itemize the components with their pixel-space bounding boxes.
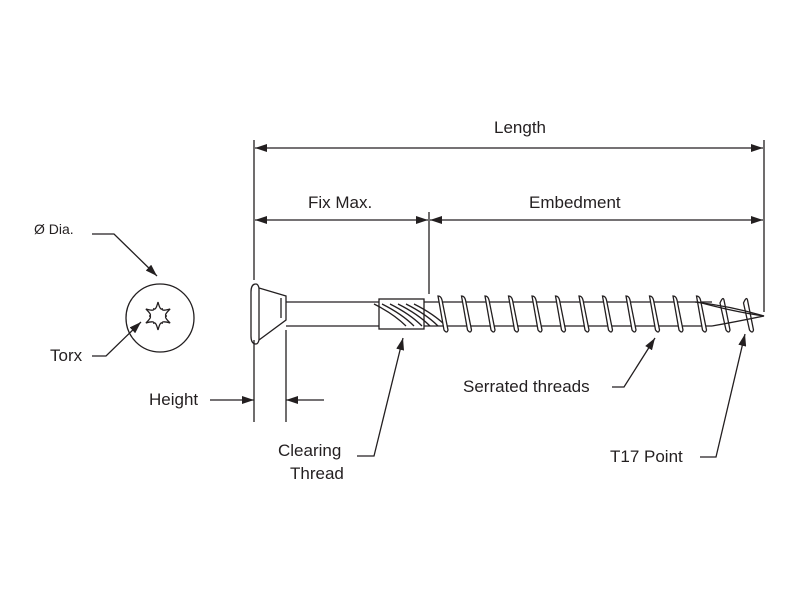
thread-crest bbox=[742, 297, 755, 333]
clearing-thread-label-line2: Thread bbox=[290, 464, 344, 483]
clearing-hatch-line bbox=[381, 303, 415, 327]
thread-crest bbox=[719, 297, 731, 333]
length-label: Length bbox=[494, 118, 546, 137]
diameter-label: Ø Dia. bbox=[34, 221, 74, 237]
clearing-hatch-line bbox=[405, 303, 439, 327]
height-label: Height bbox=[149, 390, 199, 409]
clearing-hatch-line bbox=[389, 303, 423, 327]
t17-point-inner bbox=[697, 301, 765, 317]
thread-crest bbox=[695, 295, 708, 333]
clearing-thread-leader bbox=[357, 337, 405, 457]
fixmax-label: Fix Max. bbox=[308, 193, 373, 212]
thread-crest bbox=[648, 295, 661, 333]
thread-crest bbox=[672, 295, 684, 333]
diameter-leader bbox=[92, 233, 158, 277]
point-label: T17 Point bbox=[610, 447, 683, 466]
point-leader bbox=[700, 333, 747, 458]
thread-crest bbox=[484, 295, 496, 333]
clearing-thread-block bbox=[378, 298, 425, 330]
serrated-threads-label: Serrated threads bbox=[463, 377, 590, 396]
thread-crest bbox=[601, 295, 614, 333]
screw-head-circle bbox=[125, 283, 195, 353]
clearing-hatch-line bbox=[373, 303, 407, 327]
thread-crest bbox=[554, 295, 567, 333]
serrated-threads bbox=[437, 295, 755, 333]
thread-crest bbox=[578, 295, 590, 333]
clearing-thread-hatch bbox=[373, 303, 447, 327]
thread-crest bbox=[437, 295, 449, 333]
screw-head-profile bbox=[250, 283, 287, 345]
torx-leader bbox=[92, 321, 142, 357]
thread-crest bbox=[507, 295, 520, 333]
torx-drive-icon bbox=[145, 301, 171, 331]
clearing-thread-label-line1: Clearing bbox=[278, 441, 342, 460]
torx-label: Torx bbox=[50, 346, 83, 365]
thread-crest bbox=[460, 295, 473, 333]
clearing-hatch-line bbox=[397, 303, 431, 327]
embedment-label: Embedment bbox=[529, 193, 621, 212]
serrated-threads-leader bbox=[612, 337, 656, 388]
thread-crest bbox=[625, 295, 637, 333]
thread-crest bbox=[531, 295, 543, 333]
